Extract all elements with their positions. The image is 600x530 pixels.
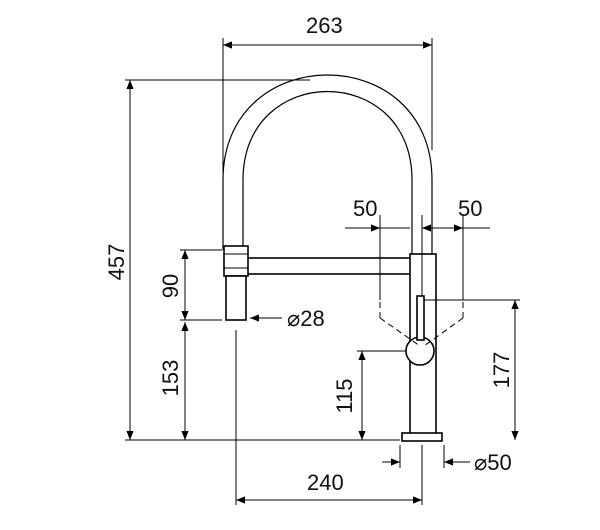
dim-spray-head-diameter: ⌀28 <box>287 306 325 331</box>
dim-spray-head-height: 90 <box>158 274 183 298</box>
dim-spray-offset-right: 50 <box>458 196 482 221</box>
handle-knob <box>405 336 435 366</box>
dim-base-diameter: ⌀50 <box>474 450 512 475</box>
faucet-outline <box>222 74 464 442</box>
lever-swing-right <box>423 317 464 347</box>
dimension-lines <box>126 41 519 504</box>
gooseneck-outer <box>222 74 433 260</box>
dim-overall-height: 457 <box>104 244 129 281</box>
dim-swivel-height: 177 <box>489 352 514 389</box>
spray-head-collar <box>223 245 249 277</box>
dim-spray-outlet-height: 153 <box>158 360 183 397</box>
dim-spray-offset-left: 50 <box>353 196 377 221</box>
lever-swing-left <box>379 317 421 347</box>
extension-lines <box>125 38 520 505</box>
dim-overall-width: 263 <box>306 13 343 38</box>
support-arm <box>242 257 434 275</box>
gooseneck-inner <box>242 91 413 260</box>
dim-reach: 240 <box>307 470 344 495</box>
dim-handle-height: 115 <box>332 378 357 413</box>
faucet-base <box>401 432 443 442</box>
spray-head <box>225 275 247 321</box>
handle-lever <box>416 295 425 341</box>
